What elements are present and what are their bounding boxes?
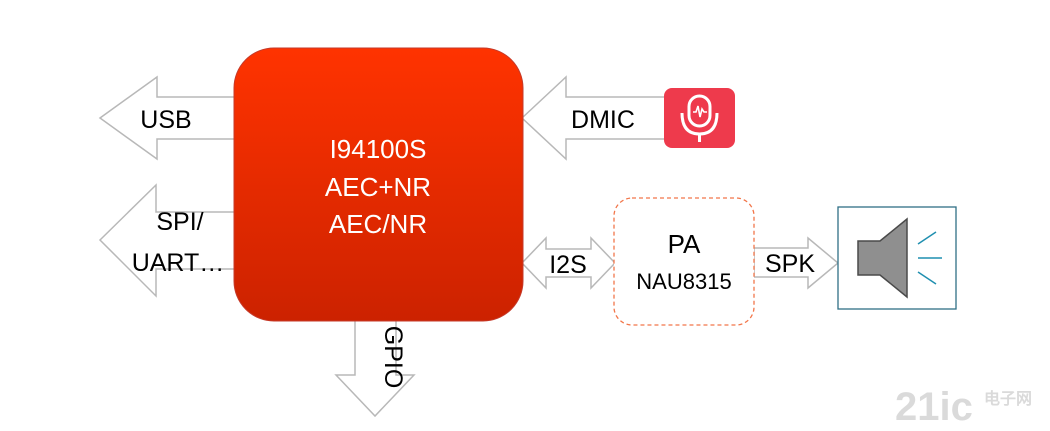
spk-arrow: SPK (753, 236, 840, 290)
chip-function-1: AEC+NR (325, 172, 431, 202)
gpio-label: GPIO (379, 326, 407, 389)
watermark-logo: 21ic 电子网 (895, 385, 1032, 429)
pa-model: NAU8315 (636, 269, 731, 294)
chip-name: I94100S (330, 134, 427, 164)
chip-block: I94100S AEC+NR AEC/NR (233, 47, 524, 322)
speaker-icon (837, 206, 957, 310)
pa-block: PA NAU8315 (613, 197, 755, 326)
dmic-label: DMIC (571, 106, 635, 134)
spi-label: SPI/ (156, 208, 203, 236)
dmic-arrow: DMIC (520, 75, 667, 161)
microphone-icon (664, 88, 735, 148)
usb-label: USB (140, 106, 191, 134)
spk-label: SPK (765, 250, 815, 278)
gpio-arrow: GPIO (334, 319, 416, 418)
pa-title: PA (668, 229, 701, 259)
watermark-cn: 电子网 (984, 389, 1032, 408)
spi-uart-arrow: SPI/ UART… (98, 183, 237, 298)
i2s-arrow: I2S (520, 236, 617, 290)
i2s-label: I2S (549, 251, 587, 279)
uart-label: UART… (132, 249, 225, 277)
watermark-brand: 21ic (895, 385, 973, 429)
chip-function-2: AEC/NR (329, 209, 427, 239)
